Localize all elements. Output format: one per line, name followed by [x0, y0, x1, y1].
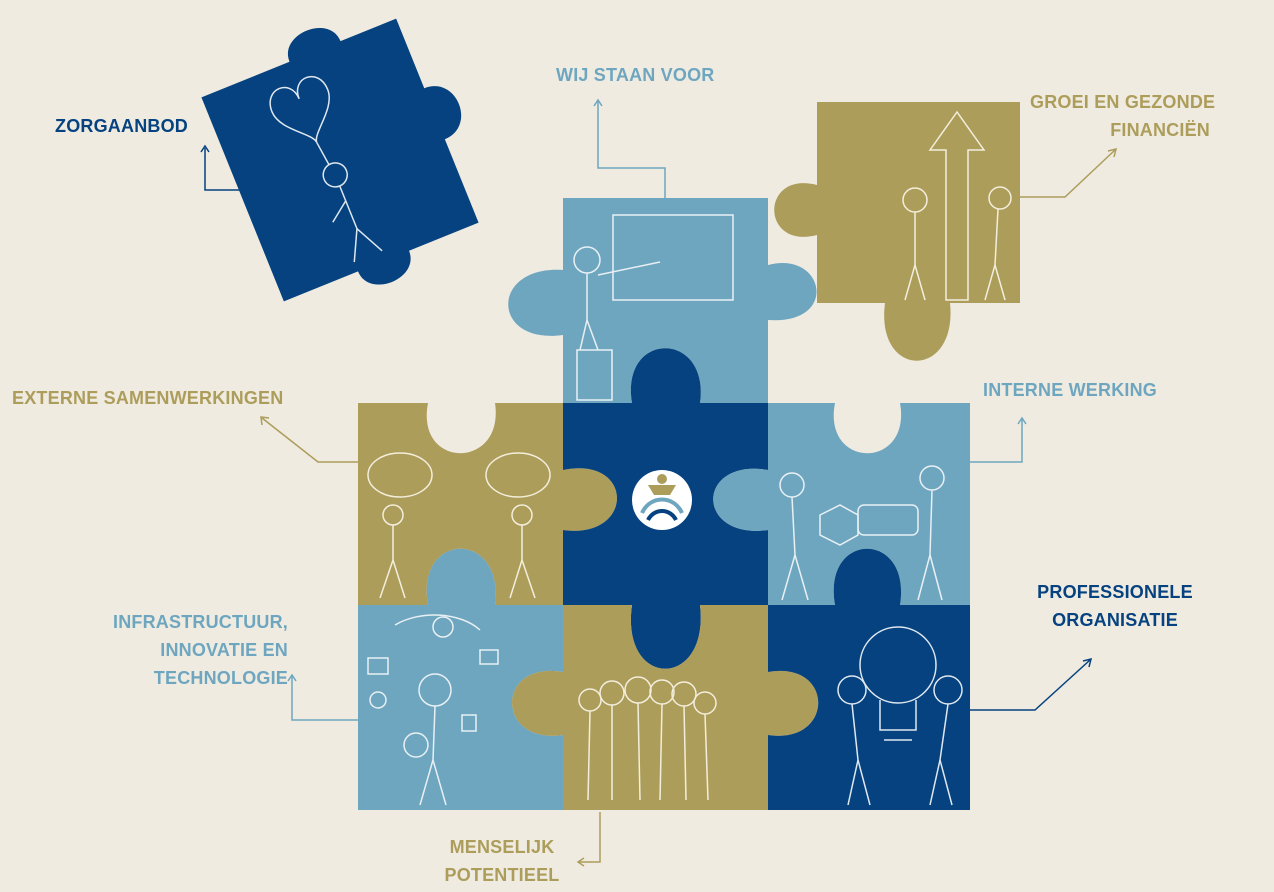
- lightbulb-icon: [837, 626, 963, 806]
- bolt-nut-icon: [779, 465, 945, 601]
- connector-menselijk-arrow: [576, 857, 585, 867]
- groei-piece: [774, 102, 1020, 361]
- label-professionele-organisatie: PROFESSIONELE ORGANISATIE: [1037, 582, 1193, 630]
- connector-zorgaanbod-arrow: [200, 144, 210, 153]
- connector-groei-arrow: [1107, 147, 1118, 158]
- label-groei-en-gezonde-financien: GROEI EN GEZONDE FINANCIËN: [1030, 92, 1216, 140]
- group-of-people-icon: [578, 676, 717, 801]
- label-interne-werking: INTERNE WERKING: [983, 380, 1157, 400]
- connector-interne-arrow: [1017, 416, 1027, 425]
- connector-interne: [970, 418, 1023, 463]
- externe-samenwerkingen-piece: [358, 403, 617, 605]
- infrastructuur-piece: [358, 548, 563, 810]
- center-piece: [563, 348, 768, 669]
- logo-emblem-icon: [632, 470, 692, 530]
- label-menselijk-potentieel: MENSELIJK POTENTIEEL: [444, 837, 560, 885]
- thinking-people-icon: [367, 452, 551, 599]
- label-externe-samenwerkingen: EXTERNE SAMENWERKINGEN: [12, 388, 284, 408]
- connector-menselijk: [578, 812, 601, 863]
- heart-balloon-icon: [269, 76, 383, 263]
- growth-arrow-icon: [902, 110, 1012, 301]
- connector-externe: [261, 417, 358, 463]
- connector-groei: [1020, 149, 1116, 198]
- connector-wij-staan-voor: [597, 100, 666, 200]
- connector-infrastructuur-arrow: [287, 673, 297, 682]
- juggling-tech-icon: [367, 614, 499, 806]
- presenter-icon: [573, 214, 734, 401]
- connector-externe-arrow: [260, 416, 270, 426]
- connector-professionele: [970, 659, 1091, 711]
- label-infrastructuur-innovatie-technologie: INFRASTRUCTUUR, INNOVATIE EN TECHNOLOGIE: [113, 612, 288, 688]
- connector-professionele-arrow: [1082, 657, 1093, 668]
- professionele-organisatie-piece: [768, 548, 970, 810]
- connector-infrastructuur: [291, 675, 358, 721]
- connector-wij-staan-voor-arrow: [593, 98, 603, 107]
- interne-werking-piece: [713, 403, 970, 605]
- zorgaanbod-piece: [201, 18, 479, 302]
- label-wij-staan-voor: WIJ STAAN VOOR: [556, 65, 715, 85]
- wij-staan-voor-piece: [508, 198, 817, 403]
- menselijk-potentieel-piece: [512, 605, 819, 810]
- label-zorgaanbod: ZORGAANBOD: [55, 116, 188, 136]
